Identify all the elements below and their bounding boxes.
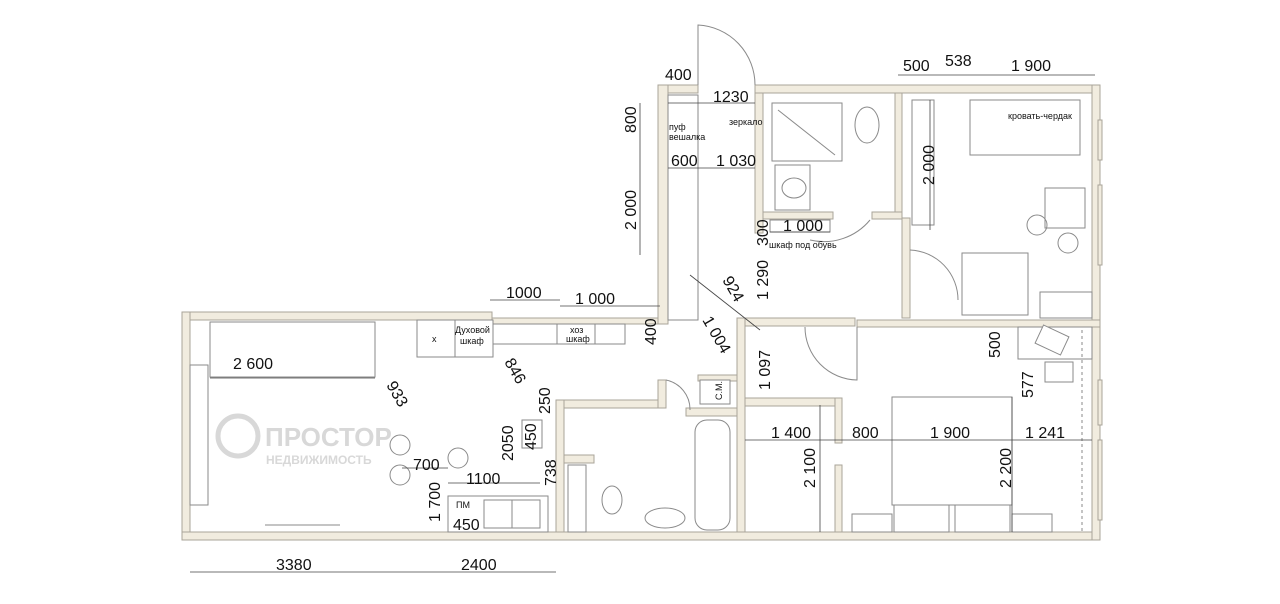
dim-label: 600 [671,153,698,170]
dim-label: 2 100 [802,448,819,488]
dim-label: 846 [501,356,529,388]
watermark: ПРОСТОР НЕДВИЖИМОСТЬ [215,413,392,467]
dim-label: 250 [537,387,554,414]
dim-label: 1230 [713,89,749,106]
dim-label: 1 000 [783,218,823,235]
dim-label: 2050 [500,425,517,461]
dim-label: 1 030 [716,153,756,170]
label-utility-2: шкаф [566,334,590,344]
dim-label: 450 [523,423,540,450]
dim-label: 933 [383,379,411,411]
dim-label: 1000 [506,285,542,302]
dim-label: 500 [903,58,930,75]
watermark-title: ПРОСТОР [265,422,392,452]
dim-label: 2 000 [921,145,938,185]
dim-label: 3380 [276,557,312,574]
dimension-labels: 400 1230 800 600 1 030 2 000 300 1 000 1… [233,53,1065,574]
dim-label: 1 097 [757,350,774,390]
dim-label: 2 200 [998,448,1015,488]
dim-label: 1 400 [771,425,811,442]
label-oven-2: шкаф [460,336,484,346]
label-dishwasher: ПМ [456,500,470,510]
label-cross: x [432,334,437,344]
dim-label: 1 004 [699,314,734,357]
furniture-labels: пуф вешалка зеркало шкаф под обувь крова… [432,111,1072,510]
dim-label: 2 000 [623,190,640,230]
label-oven: Духовой [455,325,490,335]
dim-label: 2400 [461,557,497,574]
dim-label: 1 000 [575,291,615,308]
label-loft-bed: кровать-чердак [1008,111,1072,121]
label-washer: С.М. [714,381,724,400]
dim-label: 2 600 [233,356,273,373]
dimension-lines [190,74,1095,573]
dim-label: 400 [643,318,660,345]
doors [665,24,959,411]
dim-label: 738 [543,459,560,486]
walls [181,84,1103,541]
furniture [189,94,1093,533]
dim-label: 577 [1020,371,1037,398]
dim-label: 1 700 [427,482,444,522]
label-mirror: зеркало [729,117,763,127]
dim-label: 1100 [466,471,501,488]
label-puf: пуф [669,122,686,132]
dim-label: 400 [665,67,692,84]
dim-label: 1 900 [930,425,970,442]
label-hanger: вешалка [669,132,705,142]
dim-label: 700 [413,457,440,474]
dim-label: 300 [755,219,772,246]
dim-label: 1 290 [755,260,772,300]
dim-label: 450 [453,517,480,534]
label-shoe-cabinet: шкаф под обувь [769,240,837,250]
label-utility: хоз [570,325,583,335]
dim-label: 1 900 [1011,58,1051,75]
dim-label: 800 [852,425,879,442]
dim-label: 538 [945,53,972,70]
dim-label: 1 241 [1025,425,1065,442]
watermark-subtitle: НЕДВИЖИМОСТЬ [266,453,372,467]
dim-label: 800 [623,106,640,133]
dim-label: 500 [987,331,1004,358]
